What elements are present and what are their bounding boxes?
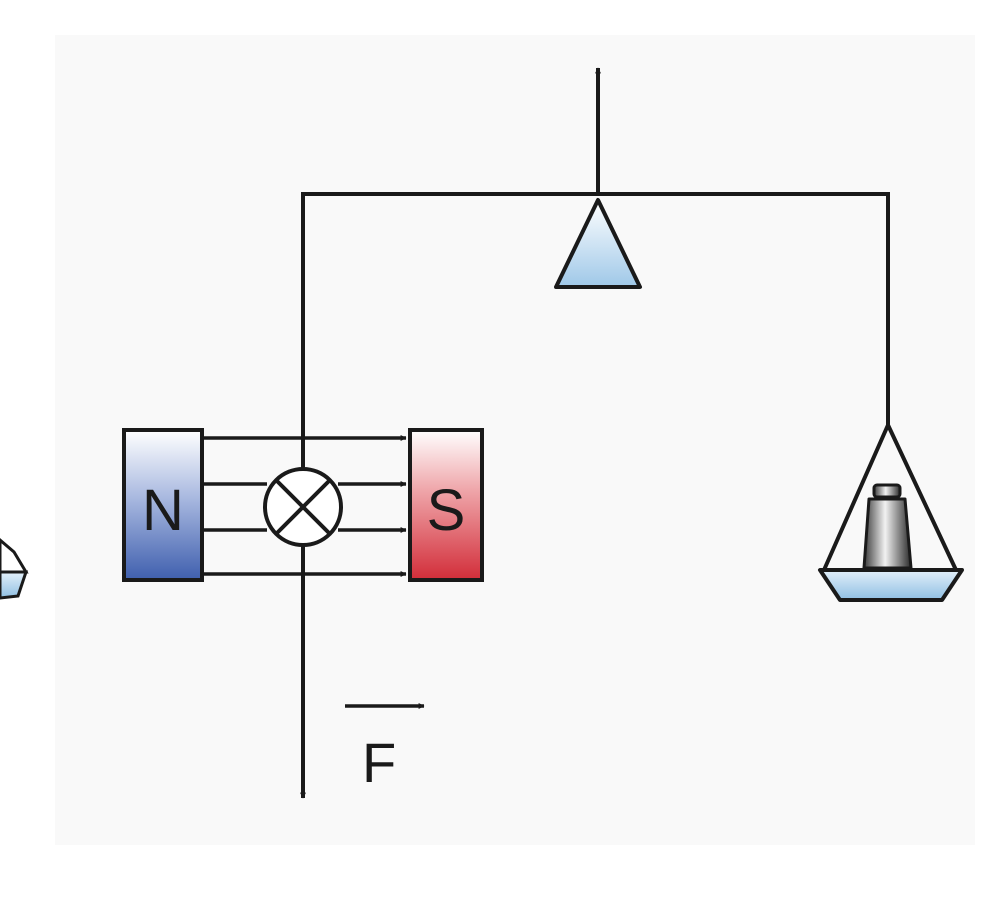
pan-dish [818,568,964,602]
north-pole-magnet: N [122,428,204,582]
diagram-area [55,35,975,845]
left-pan-fragment [0,538,29,600]
north-pole-label: N [142,478,184,543]
balance-beam [301,192,890,480]
fulcrum-triangle [554,198,642,289]
pan-strings [822,424,958,571]
south-pole-magnet: S [408,428,484,582]
weight-icon [862,483,913,570]
south-pole-label: S [427,478,466,543]
force-label: F [362,731,396,794]
force-vector-label: F [345,703,425,794]
right-pan [818,424,964,602]
current-into-page-symbol [263,467,343,547]
